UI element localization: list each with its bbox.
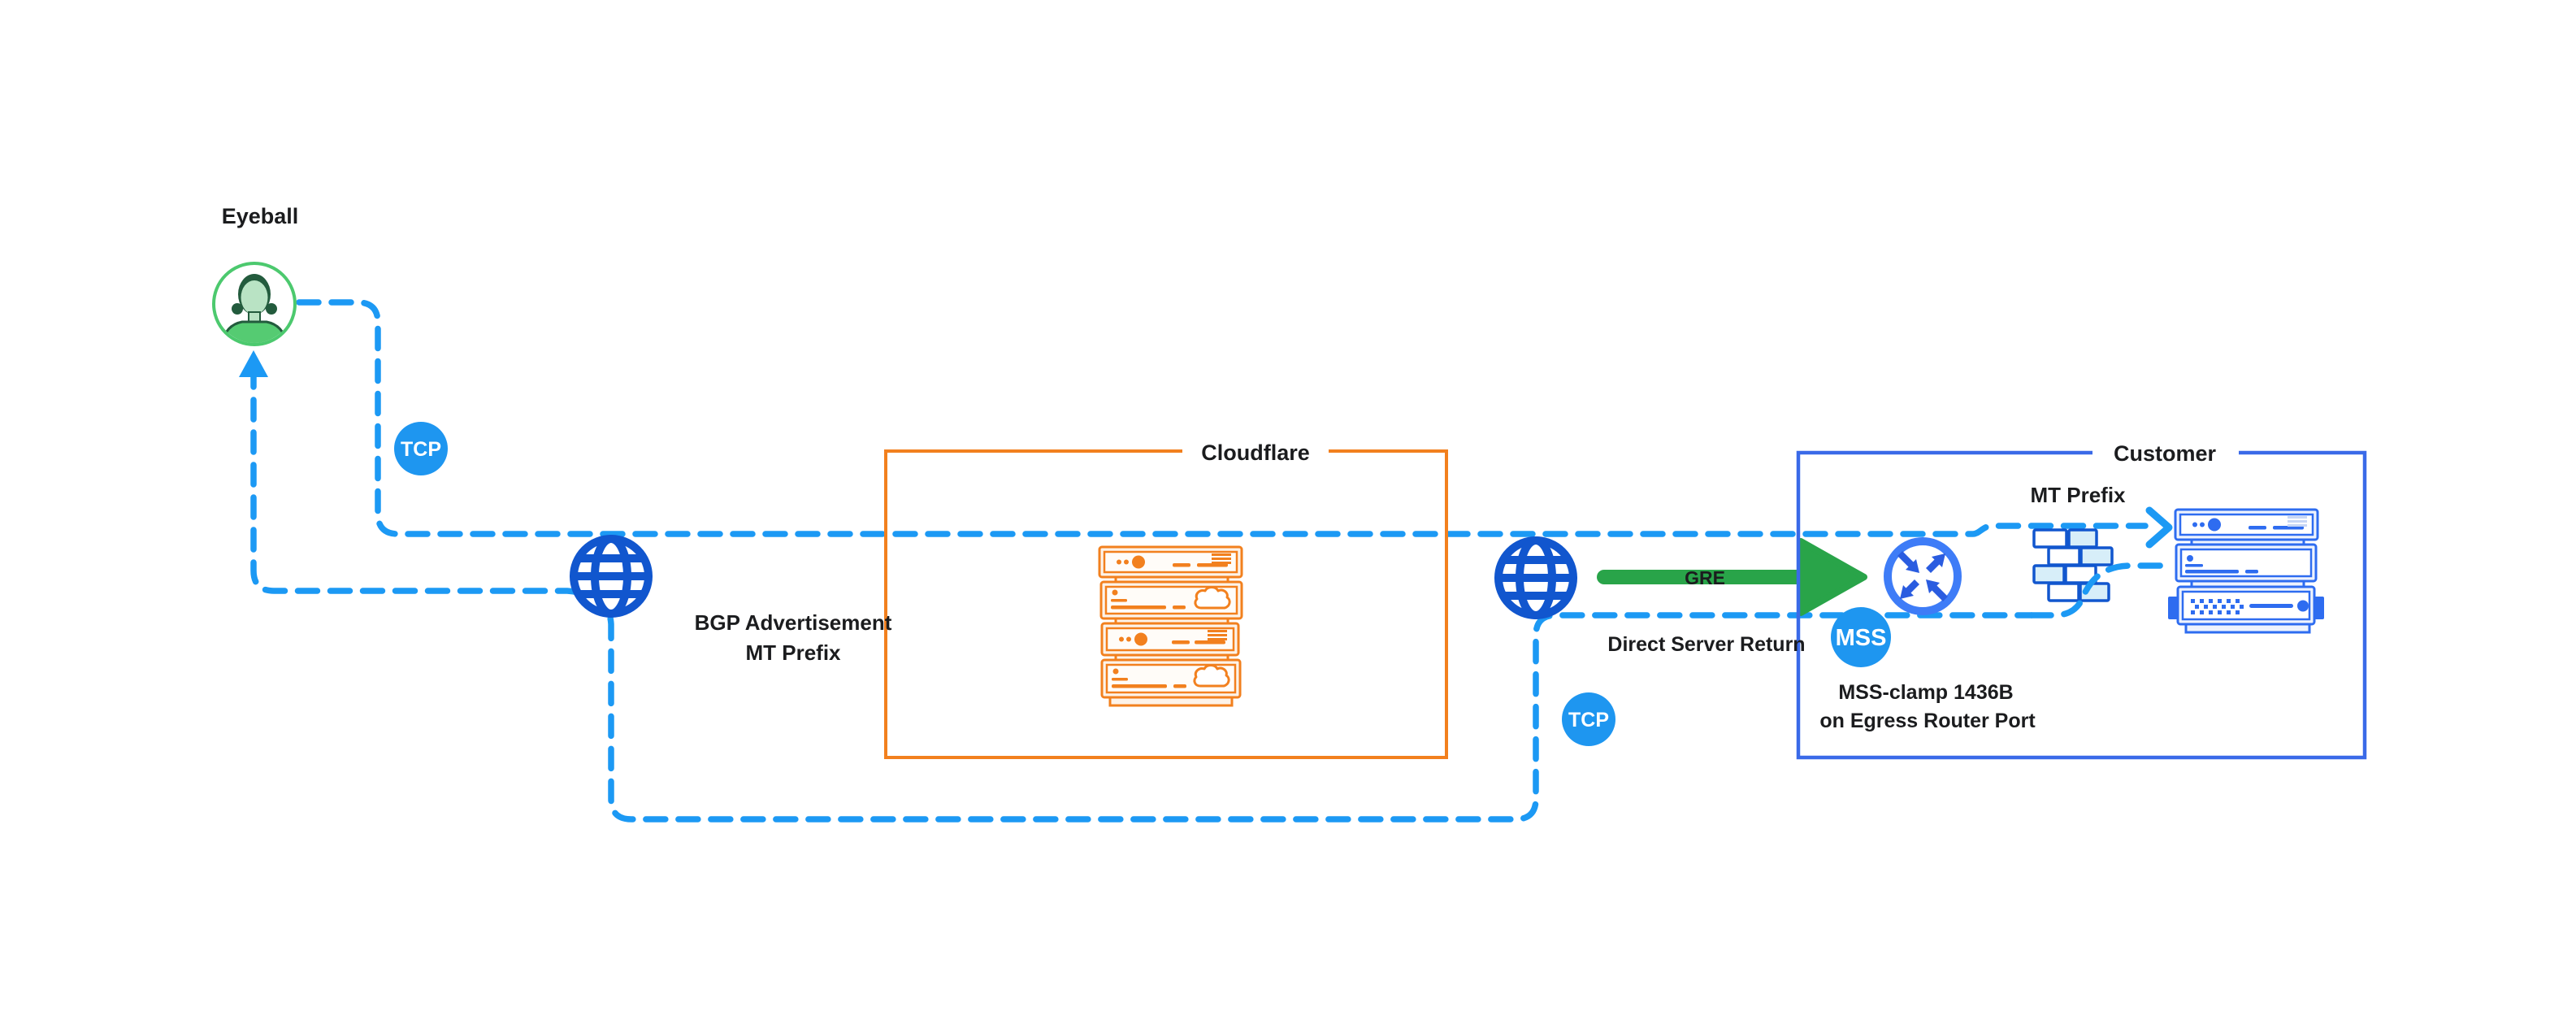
mss-clamp-label-line1: MSS-clamp 1436B [1838, 681, 2013, 704]
cf-server-unit-1 [1098, 545, 1243, 579]
mss-clamp-label-line2: on Egress Router Port [1819, 710, 2036, 732]
ingress-path [296, 299, 2149, 537]
mss-badge: MSS [1831, 607, 1891, 667]
cloudflare-box-title: Cloudflare [1201, 441, 1310, 465]
vent-dots [2191, 599, 2244, 614]
return-path [250, 364, 2035, 822]
gre-label: GRE [1685, 567, 1725, 588]
customer-server-unit-1 [2174, 508, 2319, 541]
customer-server-unit-2 [2175, 543, 2318, 583]
user-avatar-icon [212, 262, 297, 346]
mss-badge-label: MSS [1836, 625, 1887, 651]
direct-server-return-label: Direct Server Return [1607, 633, 1805, 656]
cloudflare-server-stack-icon [1098, 545, 1243, 707]
customer-server-unit-3 [2176, 585, 2316, 626]
cloud-icon [1193, 664, 1230, 688]
customer-title-gap [2092, 443, 2239, 462]
tcp-badge-left-label: TCP [401, 438, 441, 461]
eyeball-label: Eyeball [222, 204, 299, 228]
cf-server-unit-2 [1099, 580, 1243, 620]
gre-arrow-icon [1597, 538, 1867, 616]
cloudflare-box: Cloudflare [884, 441, 1448, 759]
tcp-badge-right-label: TCP [1568, 709, 1609, 731]
return-path-firewall-segment [2028, 562, 2171, 618]
cloudflare-title-gap [1182, 441, 1329, 461]
firewall-icon [2032, 528, 2114, 602]
tcp-badge-left: TCP [394, 422, 448, 475]
internet-globe-icon-right [1494, 536, 1577, 619]
customer-box-title: Customer [2114, 441, 2217, 466]
bgp-advertisement-label-line2: MT Prefix [745, 640, 841, 665]
cloud-icon [1194, 586, 1231, 610]
router-arrows [1897, 550, 1949, 602]
router-icon [1884, 537, 1962, 615]
tcp-badge-right: TCP [1562, 692, 1615, 746]
customer-server-stack-icon [2168, 508, 2324, 634]
cf-server-unit-3 [1100, 622, 1240, 657]
arrow-right-chevron-icon [2145, 506, 2173, 549]
cf-server-unit-4 [1100, 658, 1242, 699]
customer-box: Customer [1796, 441, 2367, 760]
bgp-advertisement-label-line1: BGP Advertisement [695, 610, 892, 635]
arrow-up-icon [239, 350, 268, 377]
customer-mt-prefix-label: MT Prefix [2030, 483, 2126, 507]
internet-globe-icon-left [570, 535, 653, 618]
